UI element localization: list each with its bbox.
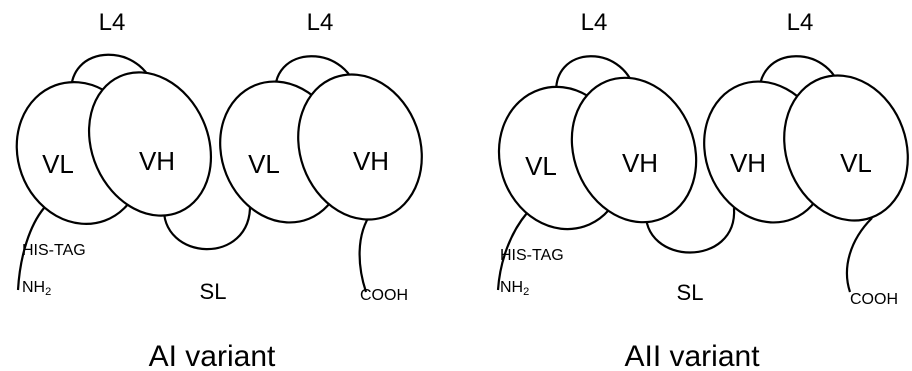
aii-domain-2-label: VH [622,148,658,178]
ai-domain-3-label: VL [248,149,280,179]
ai-domain-2-label: VH [139,146,175,176]
aii-domain-4-label: VL [840,148,872,178]
ai-vh-domain-2 [87,71,213,217]
aii-sl-linker [644,207,736,254]
aii-l4-label-left: L4 [581,9,608,36]
ai-l4-label-left: L4 [99,9,126,36]
aii-sl-label: SL [677,280,704,305]
ai-sl-label: SL [200,279,227,304]
ai-sl-linker [162,203,252,251]
ai-c-terminal-tail [358,211,373,293]
aii-cooh-label: COOH [850,291,898,308]
aii-domain-1-label: VL [525,151,557,181]
aii-variant-caption: AII variant [624,340,760,371]
ai-variant-caption: AI variant [149,340,276,371]
aii-variant-diagram: L4 L4 VL VH VH VL HIS-TAG NH2 SL COOH AI… [496,9,909,371]
ai-domain-4-label: VH [353,146,389,176]
ai-vh-domain-4 [297,73,423,221]
aii-domain-3-label: VH [730,148,766,178]
aii-c-terminal-tail [845,217,873,293]
aii-n-terminal-tail [496,212,528,291]
ai-variant-diagram: L4 L4 VL VH VL VH HIS-TAG NH2 SL COOH AI… [15,9,423,371]
aii-nh2-label: NH2 [500,279,529,298]
aii-l4-label-right: L4 [787,9,814,36]
ai-domain-1-label: VL [42,149,74,179]
ai-cooh-label: COOH [360,287,408,304]
ai-his-tag-label: HIS-TAG [22,242,86,259]
ai-l4-label-right: L4 [307,9,334,36]
aii-his-tag-label: HIS-TAG [500,247,564,264]
aii-vh-domain-2 [570,76,698,224]
ai-n-terminal-tail [16,207,45,291]
ai-nh2-label: NH2 [22,279,51,298]
aii-vl-domain-4 [783,74,909,222]
